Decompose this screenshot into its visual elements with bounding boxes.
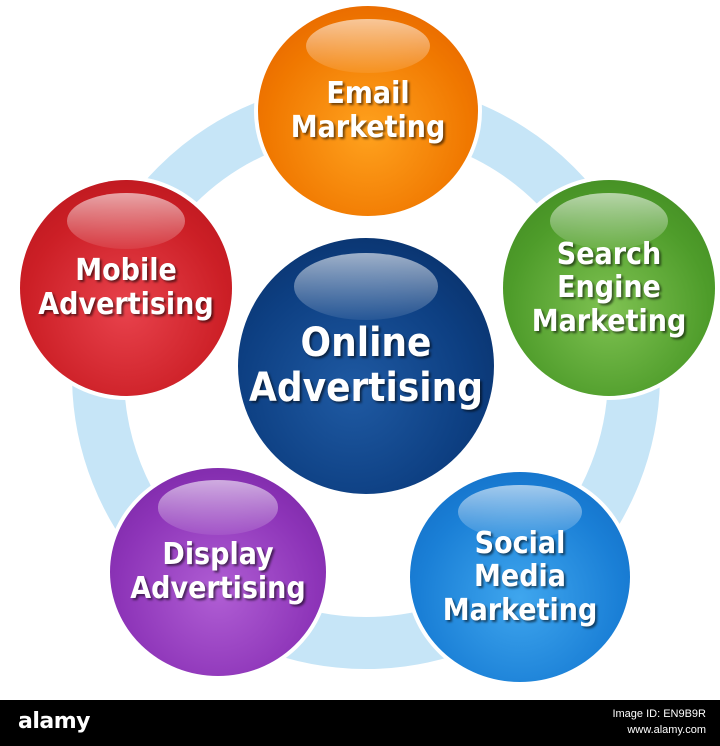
node-label: Email Marketing (291, 77, 446, 144)
label-line: Marketing (531, 303, 687, 339)
node-label: Display Advertising (130, 538, 305, 605)
label-line: Marketing (442, 592, 598, 628)
label-line: Media (474, 559, 566, 595)
gloss-highlight (66, 192, 186, 250)
site-url: www.alamy.com (627, 724, 706, 736)
node-email-marketing: Email Marketing (258, 6, 478, 216)
node-search-engine-marketing: Search Engine Marketing (503, 180, 715, 396)
gloss-highlight (306, 18, 430, 74)
gloss-highlight (157, 480, 279, 535)
watermark-bar: alamy Image ID: EN9B9R www.alamy.com (0, 700, 720, 746)
node-online-advertising: Online Advertising (238, 238, 494, 494)
label-line: Email (326, 76, 410, 112)
node-mobile-advertising: Mobile Advertising (20, 180, 232, 396)
label-line: Social (474, 525, 566, 561)
label-line: Online (300, 320, 432, 367)
label-line: Marketing (290, 110, 446, 145)
label-line: Engine (557, 270, 661, 306)
image-id: Image ID: EN9B9R (612, 708, 706, 720)
node-display-advertising: Display Advertising (110, 468, 326, 676)
center-label: Online Advertising (249, 321, 483, 411)
node-label: Search Engine Marketing (532, 238, 687, 339)
node-label: Social Media Marketing (443, 527, 598, 628)
node-label: Mobile Advertising (38, 254, 213, 321)
label-line: Search (556, 236, 662, 272)
image-meta: Image ID: EN9B9R www.alamy.com (612, 706, 706, 738)
label-line: Advertising (249, 365, 483, 411)
label-line: Advertising (130, 571, 306, 606)
label-line: Mobile (75, 253, 177, 289)
diagram: Email Marketing Search Engine Marketing … (20, 6, 715, 682)
gloss-highlight (294, 253, 438, 320)
node-social-media-marketing: Social Media Marketing (410, 472, 630, 682)
label-line: Display (162, 537, 274, 573)
label-line: Advertising (38, 287, 214, 322)
alamy-logo: alamy (18, 709, 91, 734)
